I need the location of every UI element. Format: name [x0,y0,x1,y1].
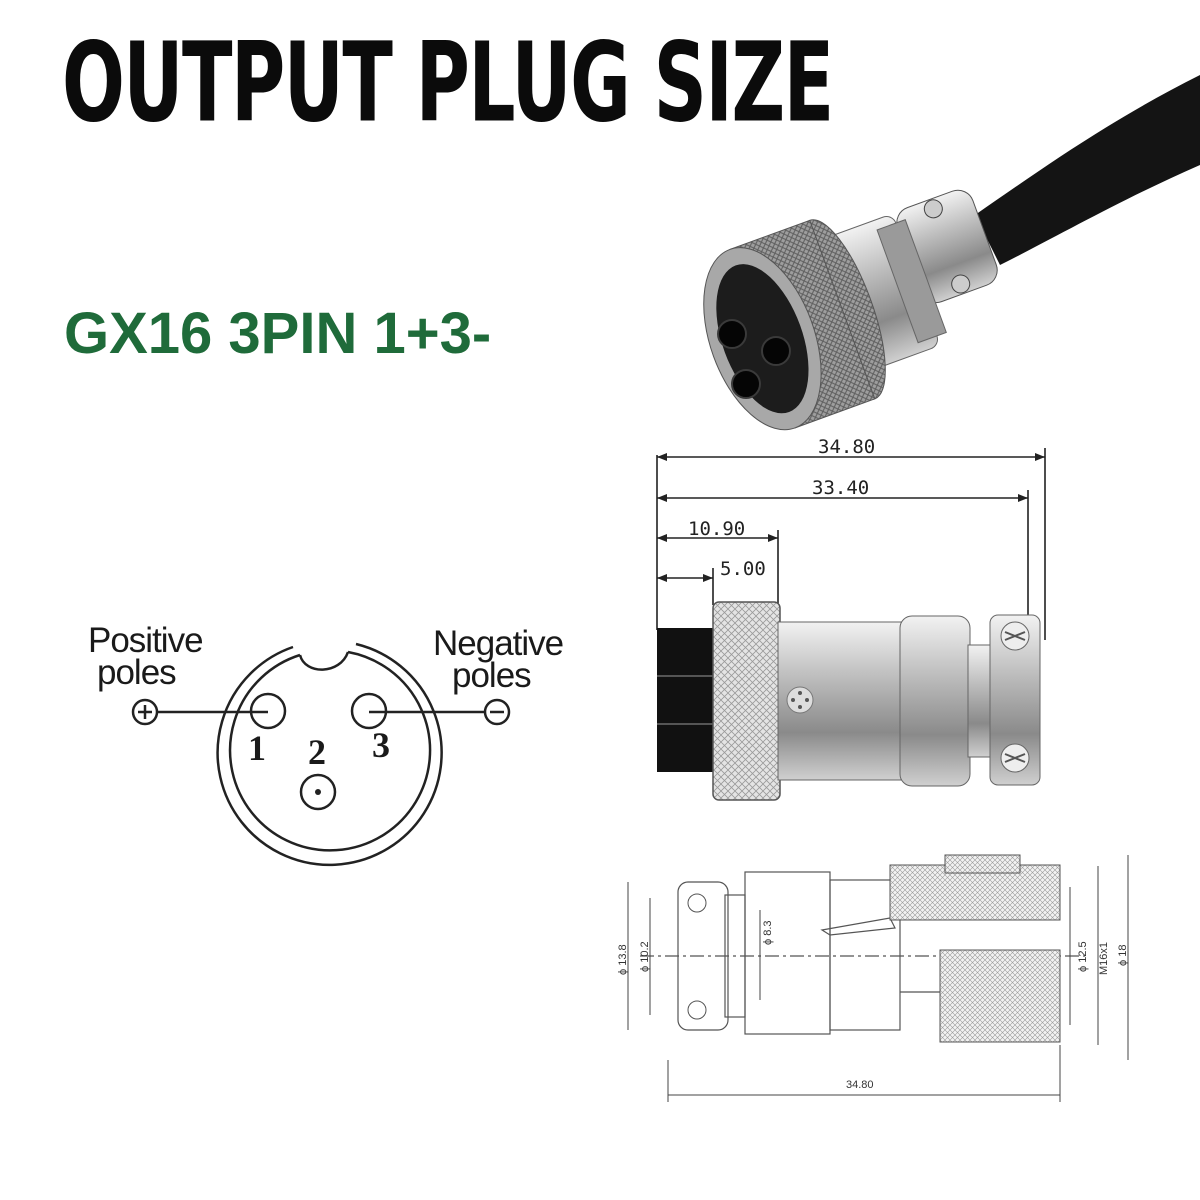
dim-d8-3: ϕ 8.3 [762,920,774,945]
dimension-arrows [657,453,1045,582]
negative-label-line2: poles [452,656,531,695]
cable-stubs [657,628,715,772]
minus-icon [483,698,511,726]
positive-label-line1: Positive [88,621,203,660]
socket-outline [216,642,443,867]
side-neck [967,644,994,758]
dim-d18: ϕ 18 [1117,945,1129,966]
section-screws [687,893,707,1020]
socket-face [717,319,791,399]
side-clamp [989,614,1041,786]
body-screw-icon [786,686,814,714]
section-hatch-lower [939,949,1061,1043]
dim-thread: M16x1 [1098,942,1110,975]
negative-label-line1: Negative [433,624,563,663]
dim-body-length: 33.40 [812,477,869,499]
section-hatch-cap [944,854,1021,874]
dim-d12-5: ϕ 12.5 [1077,941,1089,972]
dim-nut-length: 10.90 [688,518,745,540]
pin-1-label: 1 [248,728,266,768]
plus-icon [131,698,159,726]
dim-d13-8: ϕ 13.8 [617,944,629,975]
dimension-lines [656,448,1046,640]
clamp-screw-icon [1000,621,1030,773]
pin-3-label: 3 [372,725,390,765]
dim-total-length: 34.80 [818,436,875,458]
positive-label-line2: poles [97,653,176,692]
page-title: OUTPUT PLUG SIZE [62,18,834,147]
cable [975,75,1200,265]
pin-2-label: 2 [308,732,326,772]
dim-section-length: 34.80 [846,1079,874,1091]
dim-d10-2: ϕ 10.2 [639,941,651,972]
dim-front-length: 5.00 [720,558,766,580]
section-hatch-top [889,864,1061,921]
connector-model-label: GX16 3PIN 1+3- [64,301,492,366]
pin-2-dot [315,789,321,795]
section-dimension-lines [627,855,1129,1102]
